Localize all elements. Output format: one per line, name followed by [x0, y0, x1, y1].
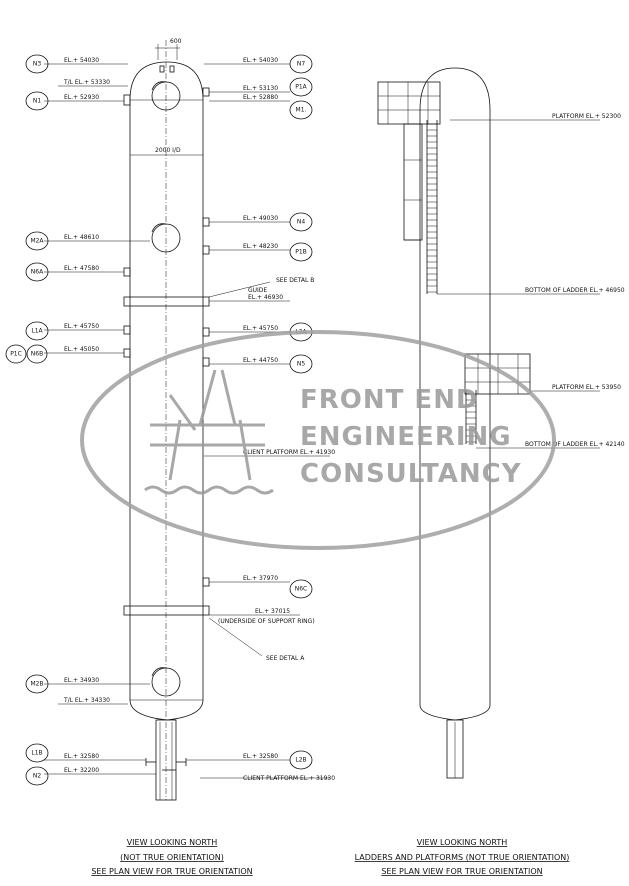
- ladders-platforms-view: PLATFORM EL.+ 52300 BOTTOM OF LADDER EL.…: [377, 67, 625, 779]
- label-n5: EL.+ 44750: [243, 357, 278, 364]
- label-n6a: EL.+ 47580: [64, 265, 99, 272]
- right-elevation-labels: EL.+ 54030 EL.+ 53130 EL.+ 52880 EL.+ 49…: [155, 38, 335, 782]
- watermark: FRONT END ENGINEERING CONSULTANCY: [80, 330, 556, 550]
- label-client-platform-2: CLIENT PLATFORM EL.+ 31930: [243, 775, 335, 782]
- svg-text:L1B: L1B: [31, 750, 42, 757]
- tag-N4: N4: [289, 212, 313, 232]
- tag-N5: N5: [289, 354, 313, 374]
- label-support-ring: EL.+ 37015: [255, 608, 290, 615]
- label-see-detail-a: SEE DETAL A: [266, 655, 305, 662]
- label-m1: EL.+ 52880: [243, 94, 278, 101]
- watermark-line-3: CONSULTANCY: [300, 459, 522, 489]
- tag-M2A: M2A: [25, 231, 49, 251]
- svg-text:L2B: L2B: [295, 757, 306, 764]
- label-n1: EL.+ 52930: [64, 94, 99, 101]
- tag-P1C: P1C: [5, 344, 27, 364]
- tag-M1: M1.: [289, 100, 313, 120]
- svg-text:M2A: M2A: [30, 238, 44, 245]
- svg-text:SEE PLAN VIEW FOR TRUE ORIENTA: SEE PLAN VIEW FOR TRUE ORIENTATION: [91, 867, 252, 876]
- svg-text:LADDERS AND PLATFORMS (NOT TRU: LADDERS AND PLATFORMS (NOT TRUE ORIENTAT…: [355, 853, 570, 862]
- label-tl-top: T/L EL.+ 53330: [63, 79, 110, 86]
- svg-text:N7: N7: [297, 61, 305, 68]
- svg-text:P1A: P1A: [295, 84, 307, 91]
- svg-text:N4: N4: [297, 219, 305, 226]
- svg-text:N6A: N6A: [31, 269, 44, 276]
- tag-N7: N7: [289, 54, 313, 74]
- label-l2a: EL.+ 45750: [243, 325, 278, 332]
- label-n2: EL.+ 32200: [64, 767, 99, 774]
- svg-text:N2: N2: [33, 773, 41, 780]
- nozzle-tag-group: N3 N7 N1 P1A M1. M2A N4 P1B N6A L1A L2A …: [5, 54, 313, 786]
- label-platform-lower: PLATFORM EL.+ 53950: [552, 384, 621, 391]
- oil-rig-logo-icon: [144, 369, 274, 495]
- tag-L2B: L2B: [289, 750, 313, 770]
- svg-text:M2B: M2B: [30, 681, 43, 688]
- svg-text:VIEW LOOKING NORTH: VIEW LOOKING NORTH: [417, 838, 508, 847]
- svg-text:N5: N5: [297, 361, 305, 368]
- tag-N6B: N6B: [26, 344, 48, 364]
- tag-N1: N1: [25, 91, 49, 111]
- label-guide: GUIDE: [248, 287, 267, 294]
- vessel-elevation-view: [44, 40, 330, 801]
- svg-text:VIEW LOOKING NORTH: VIEW LOOKING NORTH: [127, 838, 218, 847]
- label-support-ring-note: (UNDERSIDE OF SUPPORT RING): [218, 618, 315, 625]
- label-p1a: EL.+ 53130: [243, 85, 278, 92]
- svg-text:(NOT TRUE ORIENTATION): (NOT TRUE ORIENTATION): [120, 853, 224, 862]
- label-l1b: EL.+ 32580: [64, 753, 99, 760]
- label-m2b: EL.+ 34930: [64, 677, 99, 684]
- watermark-line-1: FRONT END: [300, 385, 479, 415]
- svg-text:N6C: N6C: [295, 586, 308, 593]
- left-elevation-labels: EL.+ 54030 T/L EL.+ 53330 EL.+ 52930 EL.…: [63, 57, 110, 774]
- svg-text:M1.: M1.: [296, 107, 307, 114]
- label-l1a: EL.+ 45750: [64, 323, 99, 330]
- dim-inner-diameter: 2000 I/D: [155, 147, 181, 154]
- tag-P1A: P1A: [289, 77, 313, 97]
- caption-left: VIEW LOOKING NORTH (NOT TRUE ORIENTATION…: [91, 838, 252, 876]
- tag-N6C: N6C: [289, 579, 313, 599]
- label-n3: EL.+ 54030: [64, 57, 99, 64]
- svg-text:N6B: N6B: [31, 351, 43, 358]
- tag-P1B: P1B: [289, 242, 313, 262]
- tag-N2: N2: [25, 766, 49, 786]
- label-see-detail-b: SEE DETAL B: [276, 277, 314, 284]
- label-n4: EL.+ 49030: [243, 215, 278, 222]
- label-ladder-bottom-lower: BOTTOM OF LADDER EL.+ 42140: [525, 441, 625, 448]
- tag-L1A: L1A: [25, 321, 49, 341]
- label-ladder-bottom-upper: BOTTOM OF LADDER EL.+ 46950: [525, 287, 625, 294]
- label-n7: EL.+ 54030: [243, 57, 278, 64]
- tag-N3: N3: [25, 54, 49, 74]
- tag-N6A: N6A: [25, 262, 49, 282]
- label-platform-upper: PLATFORM EL.+ 52300: [552, 113, 621, 120]
- label-p1b: EL.+ 48230: [243, 243, 278, 250]
- svg-text:N1: N1: [33, 98, 41, 105]
- label-n6b: EL.+ 45050: [64, 346, 99, 353]
- label-tl-bottom: T/L EL.+ 34330: [63, 697, 110, 704]
- caption-right: VIEW LOOKING NORTH LADDERS AND PLATFORMS…: [355, 838, 570, 876]
- svg-text:N3: N3: [33, 61, 41, 68]
- dim-top-nozzles: 600: [170, 38, 182, 45]
- svg-text:SEE PLAN VIEW FOR TRUE ORIENTA: SEE PLAN VIEW FOR TRUE ORIENTATION: [381, 867, 542, 876]
- svg-text:L1A: L1A: [31, 328, 43, 335]
- svg-text:P1B: P1B: [295, 249, 307, 256]
- label-n6c: EL.+ 37970: [243, 575, 278, 582]
- label-l2b: EL.+ 32580: [243, 753, 278, 760]
- svg-text:P1C: P1C: [10, 351, 22, 358]
- tag-M2B: M2B: [25, 674, 49, 694]
- label-guide-el: EL.+ 46930: [248, 294, 283, 301]
- label-client-platform-1: CLIENT PLATFORM EL.+ 41930: [243, 449, 335, 456]
- watermark-line-2: ENGINEERING: [300, 422, 512, 452]
- tag-L1B: L1B: [25, 743, 49, 763]
- label-m2a: EL.+ 48610: [64, 234, 99, 241]
